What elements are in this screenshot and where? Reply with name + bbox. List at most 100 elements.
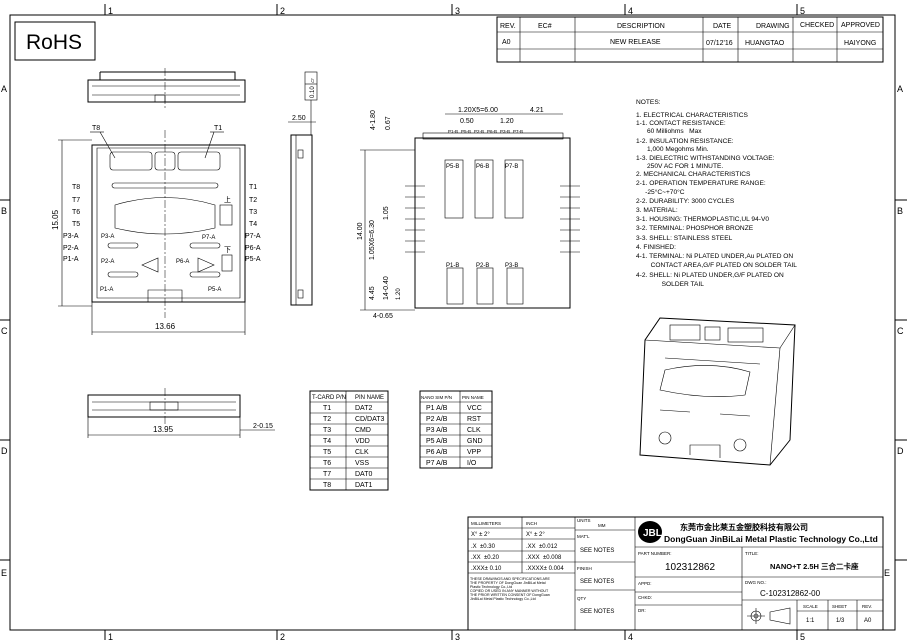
svg-text:P2-B: P2-B [476, 263, 489, 269]
svg-text:T8: T8 [323, 482, 331, 489]
svg-text:E: E [1, 568, 7, 578]
svg-text:2-2. DURABILITY: 3000 CYCLES: 2-2. DURABILITY: 3000 CYCLES [636, 198, 735, 205]
svg-text:P3-B: P3-B [500, 129, 510, 134]
svg-text:0.10: 0.10 [310, 86, 316, 98]
svg-text:REV.: REV. [500, 23, 516, 30]
svg-text:MILLIMETERS: MILLIMETERS [471, 521, 501, 526]
svg-text:1-3. DIELECTRIC WITHSTANDING V: 1-3. DIELECTRIC WITHSTANDING VOLTAGE: [636, 155, 775, 162]
svg-text:A0: A0 [864, 618, 872, 624]
svg-text:DAT2: DAT2 [355, 405, 372, 412]
svg-text:APPD:: APPD: [638, 581, 652, 586]
svg-text:NEW RELEASE: NEW RELEASE [610, 39, 661, 46]
svg-text:T7: T7 [72, 197, 80, 204]
svg-text:P3 A/B: P3 A/B [426, 427, 448, 434]
svg-text:4-1. TERMINAL: Ni PLATED UNDER: 4-1. TERMINAL: Ni PLATED UNDER,Au PLATED… [636, 253, 793, 260]
front-view [87, 68, 246, 108]
title-block: MILLIMETERS INCH X° ± 2°X° ± 2° .X ±0.30… [467, 516, 884, 631]
top-view: 上 下 T8 T1 T8 T7 T6 T5 P3-A P2-A P1-A T1 … [51, 125, 261, 335]
svg-text:JBL: JBL [643, 528, 662, 539]
svg-text:1:1: 1:1 [806, 618, 815, 624]
svg-text:4. FINISHED:: 4. FINISHED: [636, 244, 676, 251]
svg-text:B: B [1, 206, 7, 216]
svg-text:4.45: 4.45 [369, 286, 376, 300]
svg-text:P2-B: P2-B [474, 129, 484, 134]
svg-text:1-1. CONTACT RESISTANCE:: 1-1. CONTACT RESISTANCE: [636, 120, 726, 127]
svg-text:INCH: INCH [526, 521, 537, 526]
svg-text:T1: T1 [323, 405, 331, 412]
svg-text:QTY: QTY [577, 596, 586, 601]
svg-text:HUANGTAO: HUANGTAO [745, 40, 785, 47]
bottom-view: 13.95 2-0.15 [87, 388, 275, 438]
svg-text:T6: T6 [323, 460, 331, 467]
svg-text:P7-B: P7-B [513, 129, 523, 134]
svg-text:T2: T2 [323, 416, 331, 423]
svg-text:1/3: 1/3 [836, 618, 845, 624]
svg-text:P2-A: P2-A [63, 245, 79, 252]
svg-text:SHEET: SHEET [832, 604, 847, 609]
svg-text:DATE: DATE [713, 23, 731, 30]
svg-text:T7: T7 [323, 471, 331, 478]
svg-text:DRAWING: DRAWING [756, 23, 790, 30]
svg-text:1. ELECTRICAL CHARACTERISTICS: 1. ELECTRICAL CHARACTERISTICS [636, 112, 748, 119]
svg-text:P1-B: P1-B [446, 263, 459, 269]
svg-text:P2 A/B: P2 A/B [426, 416, 448, 423]
svg-text:.XX ±0.012: .XX ±0.012 [526, 544, 558, 550]
svg-text:SEE NOTES: SEE NOTES [580, 579, 614, 585]
svg-text:P1 A/B: P1 A/B [426, 405, 448, 412]
arrow-up-icon [219, 204, 233, 226]
svg-text:CHKD:: CHKD: [638, 595, 652, 600]
svg-text:2-1. OPERATION TEMPERATURE RAN: 2-1. OPERATION TEMPERATURE RANGE: [636, 180, 766, 187]
svg-text:1: 1 [108, 6, 113, 16]
svg-text:A: A [897, 84, 903, 94]
svg-text:0.50: 0.50 [460, 118, 474, 125]
arrow-down-icon [221, 254, 233, 272]
frame-column-markers: 1 2 3 4 5 1 2 3 4 5 [104, 4, 805, 642]
svg-text:4-2. SHELL: Ni PLATED UNDER,G/: 4-2. SHELL: Ni PLATED UNDER,G/F PLATED O… [636, 272, 784, 279]
svg-text:CMD: CMD [355, 427, 371, 434]
svg-text:1,000 Megohms Min.: 1,000 Megohms Min. [636, 146, 709, 153]
svg-text:I/O: I/O [467, 460, 477, 467]
svg-text:VCC: VCC [467, 405, 482, 412]
svg-text:APPROVED: APPROVED [841, 22, 880, 29]
arrow-up-label: 上 [224, 195, 231, 204]
svg-text:CD/DAT3: CD/DAT3 [355, 416, 385, 423]
svg-text:1.05: 1.05 [383, 206, 390, 220]
svg-text:P3-A: P3-A [101, 234, 114, 240]
svg-text:THE PROPERTY OF DongGuan JinBi: THE PROPERTY OF DongGuan JinBiLai Metal [470, 581, 546, 585]
svg-text:SCALE: SCALE [803, 604, 818, 609]
svg-text:P2-A: P2-A [101, 259, 114, 265]
svg-text:CONTACT AREA,G/F PLATED ON SOL: CONTACT AREA,G/F PLATED ON SOLDER TAIL [636, 262, 797, 269]
svg-text:THE PRIOR WRITTEN CONSENT OF D: THE PRIOR WRITTEN CONSENT OF DongGuan [470, 593, 550, 597]
svg-text:13.95: 13.95 [153, 425, 174, 434]
svg-text:DWG NO.:: DWG NO.: [745, 580, 767, 585]
svg-text:5: 5 [800, 6, 805, 16]
svg-text:.XXX ±0.008: .XXX ±0.008 [526, 555, 562, 561]
svg-text:3-1. HOUSING: THERMOPLASTIC,UL: 3-1. HOUSING: THERMOPLASTIC,UL 94-V0 [636, 216, 769, 223]
company-name-en: DongGuan JinBiLai Metal Plastic Technolo… [664, 534, 878, 544]
height-dimension: 15.05 [51, 209, 60, 230]
svg-text:60 Milliohms Max: 60 Milliohms Max [636, 128, 702, 135]
svg-text:2-0.15: 2-0.15 [253, 423, 273, 430]
svg-text:P6-B: P6-B [476, 164, 489, 170]
svg-text:DESCRIPTION: DESCRIPTION [617, 23, 665, 30]
svg-text:4: 4 [628, 632, 633, 642]
svg-text:5: 5 [800, 632, 805, 642]
svg-text:2.50: 2.50 [292, 115, 306, 122]
svg-text:4.21: 4.21 [530, 107, 544, 114]
svg-text:X° ± 2°: X° ± 2° [471, 532, 490, 538]
svg-text:C: C [1, 326, 8, 336]
svg-text:T5: T5 [323, 449, 331, 456]
svg-text:T1: T1 [249, 184, 257, 191]
svg-text:SOLDER TAIL: SOLDER TAIL [636, 281, 704, 288]
svg-text:T4: T4 [249, 221, 257, 228]
svg-text:250V AC FOR 1 MINUTE.: 250V AC FOR 1 MINUTE. [636, 163, 723, 170]
svg-text:SEE NOTES: SEE NOTES [580, 609, 614, 615]
svg-text:1-2. INSULATION RESISTANCE:: 1-2. INSULATION RESISTANCE: [636, 138, 734, 145]
svg-text:P1-A: P1-A [100, 287, 113, 293]
svg-text:VPP: VPP [467, 449, 481, 456]
svg-text:▱: ▱ [310, 78, 316, 83]
svg-text:3: 3 [455, 632, 460, 642]
svg-text:T4: T4 [323, 438, 331, 445]
